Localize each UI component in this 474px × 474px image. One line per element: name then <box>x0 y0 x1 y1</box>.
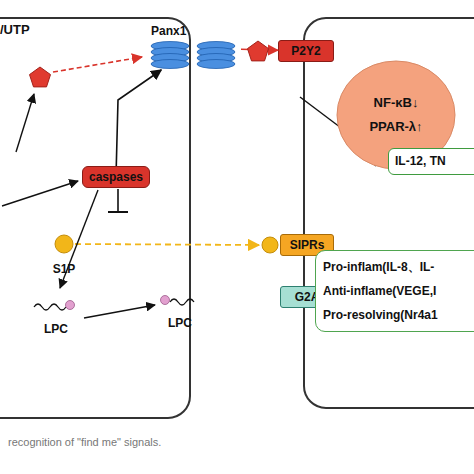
signal-arrow <box>16 94 34 152</box>
lipid-label: S1P <box>53 262 76 276</box>
nucleotide-symbol <box>248 41 269 61</box>
text-holder: caspases <box>83 167 149 187</box>
lipid-label: LPC <box>168 316 192 330</box>
node-text: Anti-inflame(VEGE,I <box>323 284 436 298</box>
node-text: PPAR-λ↑ <box>369 119 422 135</box>
node-text: P2Y2 <box>291 44 320 58</box>
signal-arrow <box>2 181 78 206</box>
cytokine-box: IL-12, TN <box>388 148 474 175</box>
node-text: NF-κB↓ <box>374 95 419 111</box>
signal-arrow <box>116 70 161 166</box>
text-holder: Pro-inflam(IL-8、IL- Anti-inflame(VEGE,I Pr… <box>316 251 474 331</box>
phagocyte-cell <box>304 18 474 408</box>
inhibition-line <box>117 189 119 212</box>
receptor-box: P2Y2 <box>278 40 334 62</box>
edge-group <box>116 70 161 166</box>
lpc-head <box>66 301 75 310</box>
lipid-label: LPC <box>44 322 68 336</box>
lpc-tail <box>170 299 194 305</box>
node-text: Panx1 <box>151 24 186 38</box>
s1p-molecule <box>55 235 73 253</box>
inhibition-bar <box>108 211 128 213</box>
channel-protein: Panx1 <box>145 26 241 70</box>
lpc-tail <box>34 304 66 310</box>
signal-arrow <box>84 305 155 318</box>
node-text: IL-12, TN <box>395 154 446 168</box>
node-text: SIPRs <box>290 238 325 252</box>
node-text: caspases <box>89 170 143 184</box>
enzyme-box: caspases <box>82 166 150 188</box>
channel-subunit <box>197 60 235 69</box>
text-holder: IL-12, TN <box>389 149 474 174</box>
apoptotic-cell <box>0 18 190 418</box>
release-arrow <box>53 57 142 72</box>
figure-caption: recognition of "find me" signals. <box>8 436 161 448</box>
node-text: Pro-resolving(Nr4a1 <box>323 308 438 322</box>
s1p-molecule <box>262 237 278 253</box>
text-holder: P2Y2 <box>279 41 333 61</box>
s1p-arrow <box>75 244 259 245</box>
text-holder: Panx1 <box>151 24 186 38</box>
channel-subunit <box>151 60 189 69</box>
node-text: Pro-inflam(IL-8、IL- <box>323 260 434 274</box>
response-box: Pro-inflam(IL-8、IL- Anti-inflame(VEGE,I Pr… <box>315 250 474 332</box>
molecule-label: /UTP <box>0 22 30 38</box>
lpc-head <box>161 296 170 305</box>
nucleotide-symbol <box>30 67 51 87</box>
